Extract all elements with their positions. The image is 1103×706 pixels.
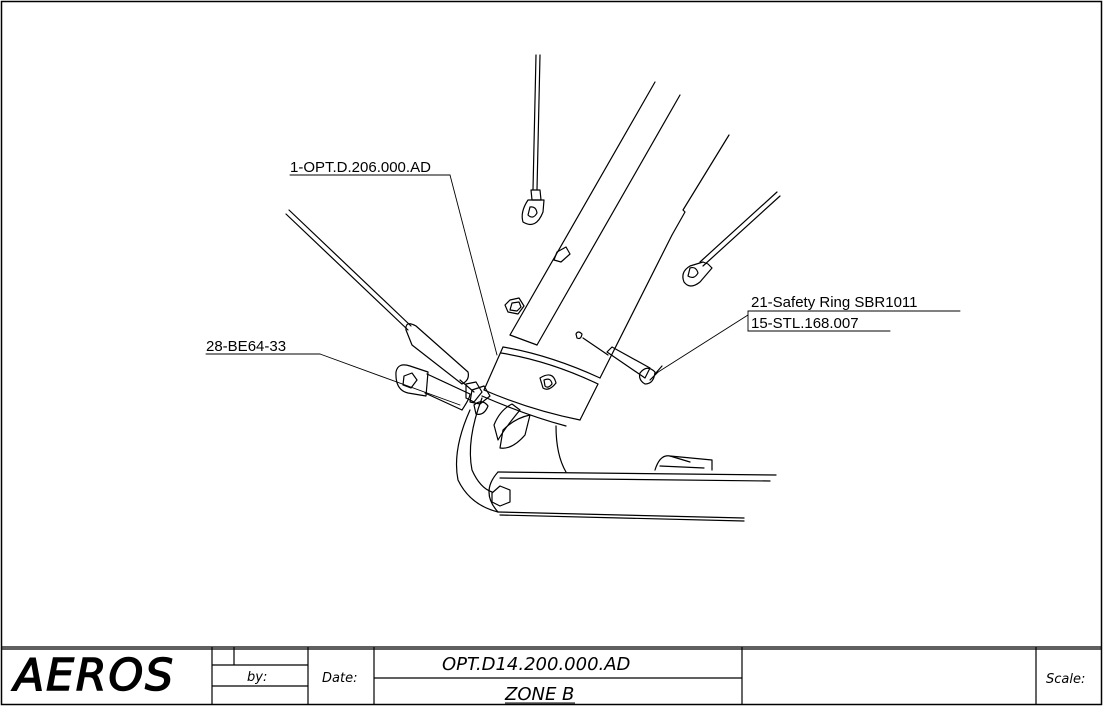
aeros-logo: AEROS (11, 650, 175, 701)
leader-lines (205, 174, 961, 406)
main-tube (504, 81, 730, 379)
assembly-drawing (205, 54, 961, 522)
callout-part-1: 1-OPT.D.206.000.AD (290, 159, 431, 176)
zone-label: ZONE B (504, 684, 574, 705)
drawing-number: OPT.D14.200.000.AD (442, 654, 630, 675)
callout-part-15: 15-STL.168.007 (751, 315, 859, 332)
top-cable (521, 54, 545, 225)
left-cable (285, 209, 475, 393)
tube-clamp (481, 346, 601, 449)
title-block (2, 646, 1101, 704)
base-bracket (455, 397, 777, 522)
right-cable (682, 191, 781, 287)
callout-part-28: 28-BE64-33 (206, 338, 286, 355)
date-label: Date: (322, 671, 357, 686)
bolt-28 (395, 364, 491, 415)
scale-label: Scale: (1046, 672, 1085, 687)
by-label: by: (247, 670, 267, 685)
callout-part-21: 21-Safety Ring SBR1011 (751, 294, 918, 311)
